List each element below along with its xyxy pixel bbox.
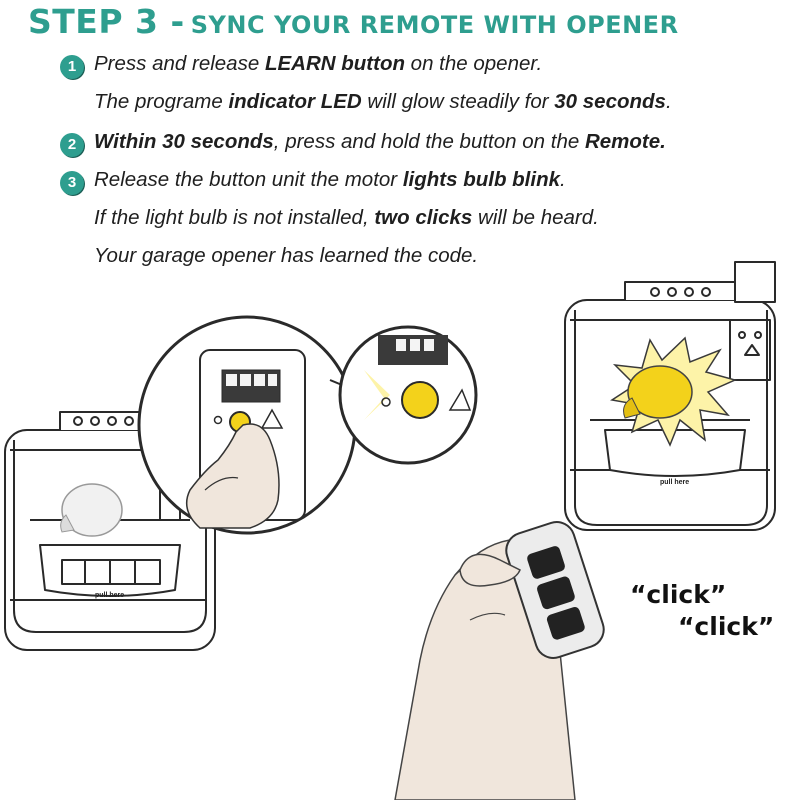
zoom-connector xyxy=(329,379,343,386)
step-3-line: Your garage opener has learned the code. xyxy=(94,244,478,268)
pressing-finger-hand xyxy=(185,423,280,529)
instruction-text: . xyxy=(665,90,672,113)
step-1-line: Press and release LEARN button on the op… xyxy=(94,52,542,76)
emphasis-text: Remote. xyxy=(584,130,666,153)
step-1-line: The programe indicator LED will glow ste… xyxy=(94,90,672,114)
step-number-label: STEP 3 - xyxy=(28,2,185,41)
instruction-text: . xyxy=(560,168,566,191)
click-sound-2: “click” xyxy=(678,612,775,641)
instruction-text: The programe xyxy=(94,90,229,113)
step-3-badge: 3 xyxy=(60,171,84,195)
left-pull-here-label: pull here xyxy=(95,592,124,599)
emphasis-text: LEARN button xyxy=(264,52,405,75)
emphasis-text: lights bulb blink xyxy=(402,168,560,191)
emphasis-text: Within 30 seconds xyxy=(94,130,274,153)
instruction-text: will glow steadily for xyxy=(361,90,555,113)
left-light-bulb xyxy=(60,483,123,537)
click-sound-1: “click” xyxy=(630,580,727,609)
step-2-line: Within 30 seconds, press and hold the bu… xyxy=(94,130,666,154)
step-3-line: Release the button unit the motor lights… xyxy=(94,168,566,192)
remote-control xyxy=(505,521,605,659)
right-pull-here-label: pull here xyxy=(660,479,689,486)
step-1-badge: 1 xyxy=(60,55,84,79)
instruction-text: Press and release xyxy=(94,52,265,75)
instruction-text: on the opener. xyxy=(404,52,543,75)
step-3-line: If the light bulb is not installed, two … xyxy=(94,206,599,230)
right-light-bulb-glowing xyxy=(623,365,693,419)
step-2-badge: 2 xyxy=(60,133,84,157)
emphasis-text: 30 seconds xyxy=(554,90,666,113)
zoom-circle-indicator-led xyxy=(338,325,478,465)
step-title: SYNC YOUR REMOTE WITH OPENER xyxy=(190,11,679,39)
step-heading: STEP 3 - SYNC YOUR REMOTE WITH OPENER xyxy=(28,2,788,42)
emphasis-text: indicator LED xyxy=(228,90,362,113)
instruction-text: , press and hold the button on the xyxy=(273,130,585,153)
emphasis-text: two clicks xyxy=(374,206,473,229)
instruction-text: If the light bulb is not installed, xyxy=(94,206,375,229)
instruction-text: Release the button unit the motor xyxy=(94,168,403,191)
instruction-text: Your garage opener has learned the code. xyxy=(94,244,479,267)
instruction-text: will be heard. xyxy=(472,206,599,229)
thumb xyxy=(459,553,521,587)
